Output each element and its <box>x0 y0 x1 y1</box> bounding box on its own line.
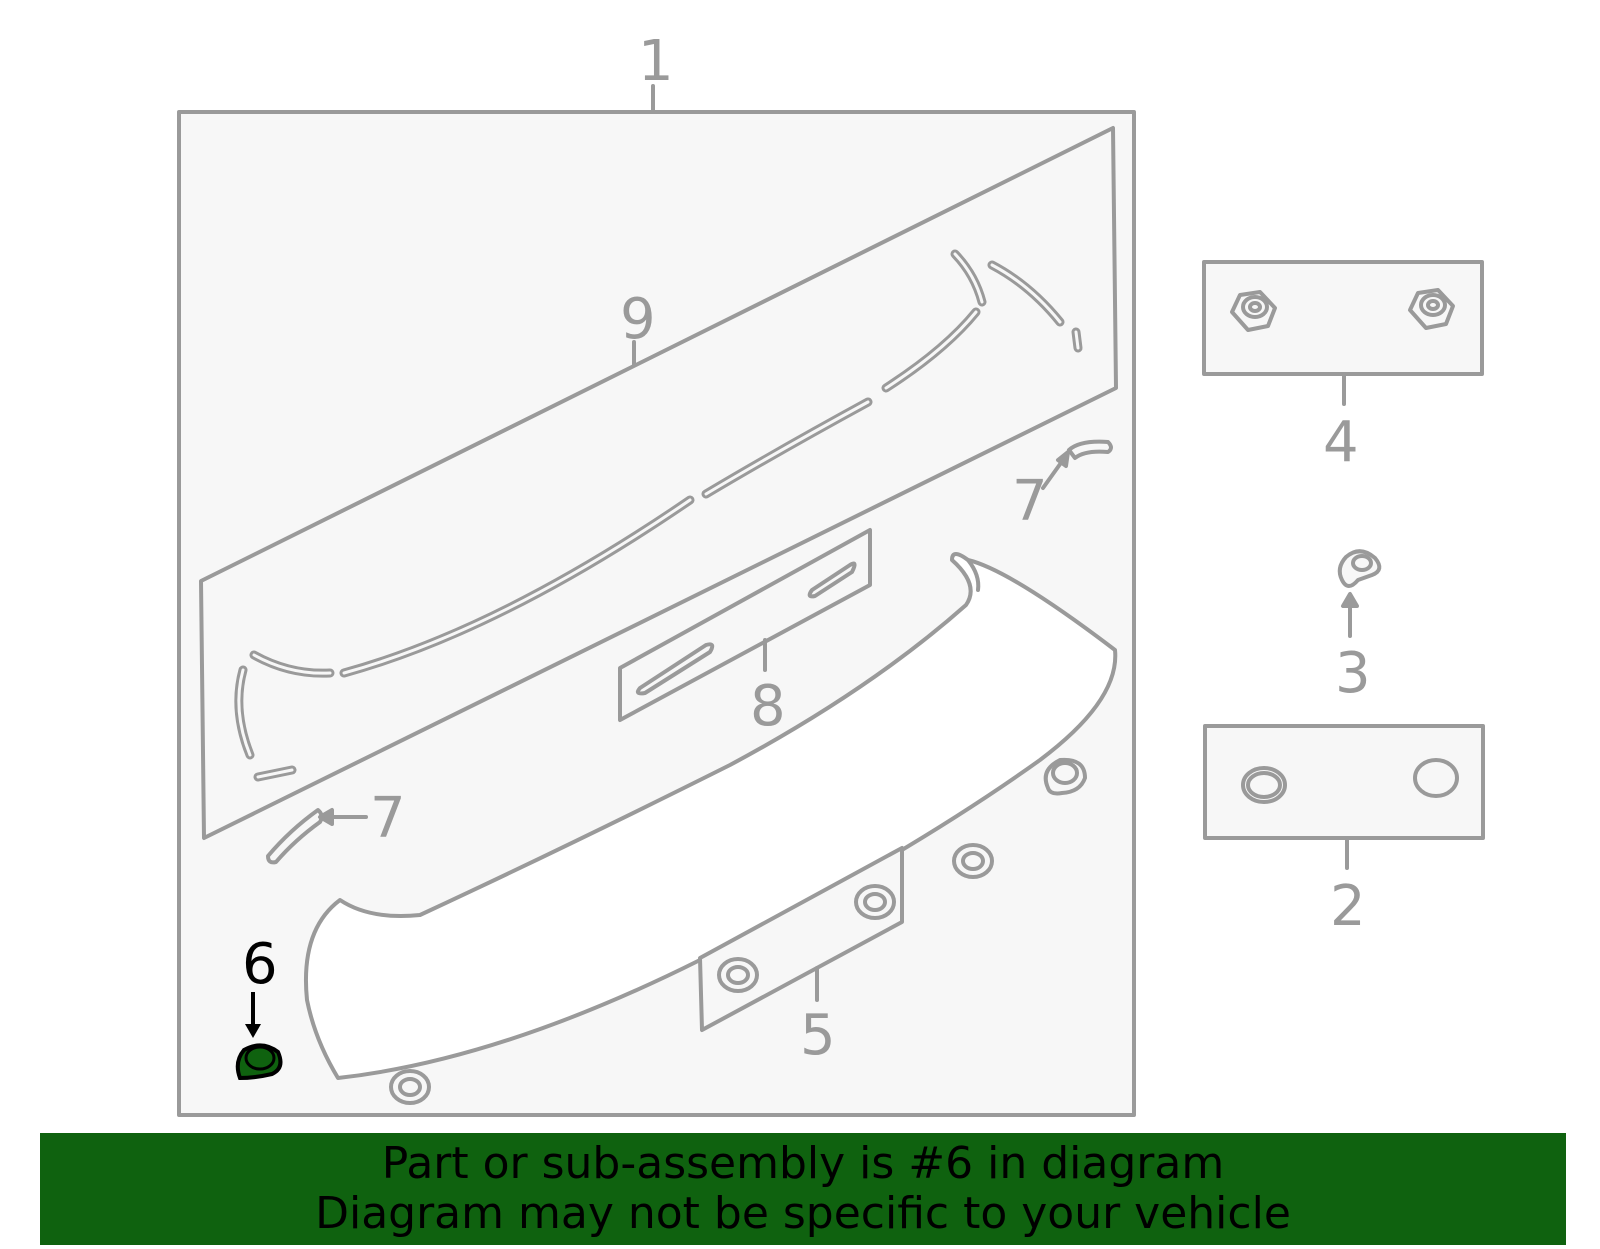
callout-8: 8 <box>750 674 786 739</box>
spoiler-trim <box>304 552 1118 1080</box>
garnish-plate-8 <box>618 528 872 722</box>
clip-7-lower <box>266 808 368 865</box>
callout-7-upper: 7 <box>1012 469 1048 534</box>
callout-5: 5 <box>800 1003 836 1068</box>
callout-1: 1 <box>638 29 674 94</box>
nut-icons <box>1230 288 1455 332</box>
grommets <box>389 757 1087 1105</box>
clip-7-upper <box>1041 439 1113 490</box>
washer-icons <box>1241 758 1459 804</box>
part-6-highlight[interactable] <box>235 992 283 1081</box>
part-info-banner: Part or sub-assembly is #6 in diagram Di… <box>40 1133 1566 1245</box>
callout-6: 6 <box>242 932 278 997</box>
callout-9: 9 <box>620 287 656 352</box>
bracket-5-holes <box>717 884 896 993</box>
banner-line-1: Part or sub-assembly is #6 in diagram <box>381 1138 1225 1189</box>
banner-line-2: Diagram may not be specific to your vehi… <box>315 1188 1291 1239</box>
callout-7-lower: 7 <box>370 786 406 851</box>
callout-2: 2 <box>1330 874 1366 939</box>
screw-3 <box>1337 549 1382 638</box>
callout-3: 3 <box>1335 641 1371 706</box>
box-2 <box>1203 724 1485 840</box>
glass-panel <box>199 126 1118 840</box>
callout-4: 4 <box>1323 410 1359 475</box>
glass-seal-strips-inner <box>237 252 1080 779</box>
